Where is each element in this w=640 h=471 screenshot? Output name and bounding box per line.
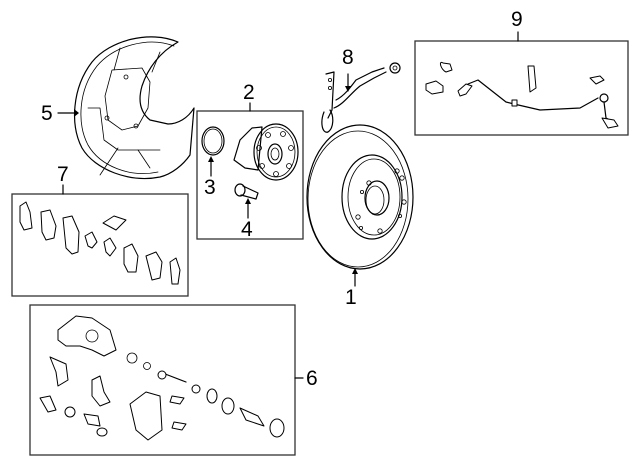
- arrow-icon: [352, 268, 358, 274]
- callout-6: 6: [306, 367, 318, 390]
- wheel-stud-drawing: [234, 183, 259, 200]
- brake-pad-kit-box: [11, 193, 189, 297]
- brake-hose-drawing: [321, 62, 401, 133]
- callout-8: 8: [342, 46, 354, 69]
- hub-bearing-drawing: [233, 123, 299, 181]
- callout-5: 5: [41, 102, 53, 125]
- arrow-icon: [208, 156, 214, 162]
- splash-shield-drawing: [73, 36, 195, 179]
- arrow-icon: [245, 198, 251, 204]
- callout-7: 7: [57, 163, 69, 186]
- abs-sensor-drawing: [425, 61, 619, 129]
- o-ring-drawing: [201, 126, 225, 156]
- abs-sensor-kit-box: [414, 40, 629, 136]
- brake-pads-drawing: [19, 201, 181, 285]
- caliper-drawing: [39, 315, 285, 441]
- callout-2: 2: [243, 81, 255, 104]
- brake-rotor-drawing: [306, 124, 414, 270]
- callout-1: 1: [345, 286, 357, 309]
- arrow-icon: [74, 109, 79, 117]
- arrow-icon: [345, 86, 351, 92]
- callout-3: 3: [204, 176, 216, 199]
- caliper-kit-box: [29, 304, 296, 456]
- callout-9: 9: [511, 8, 523, 31]
- callout-4: 4: [241, 218, 253, 241]
